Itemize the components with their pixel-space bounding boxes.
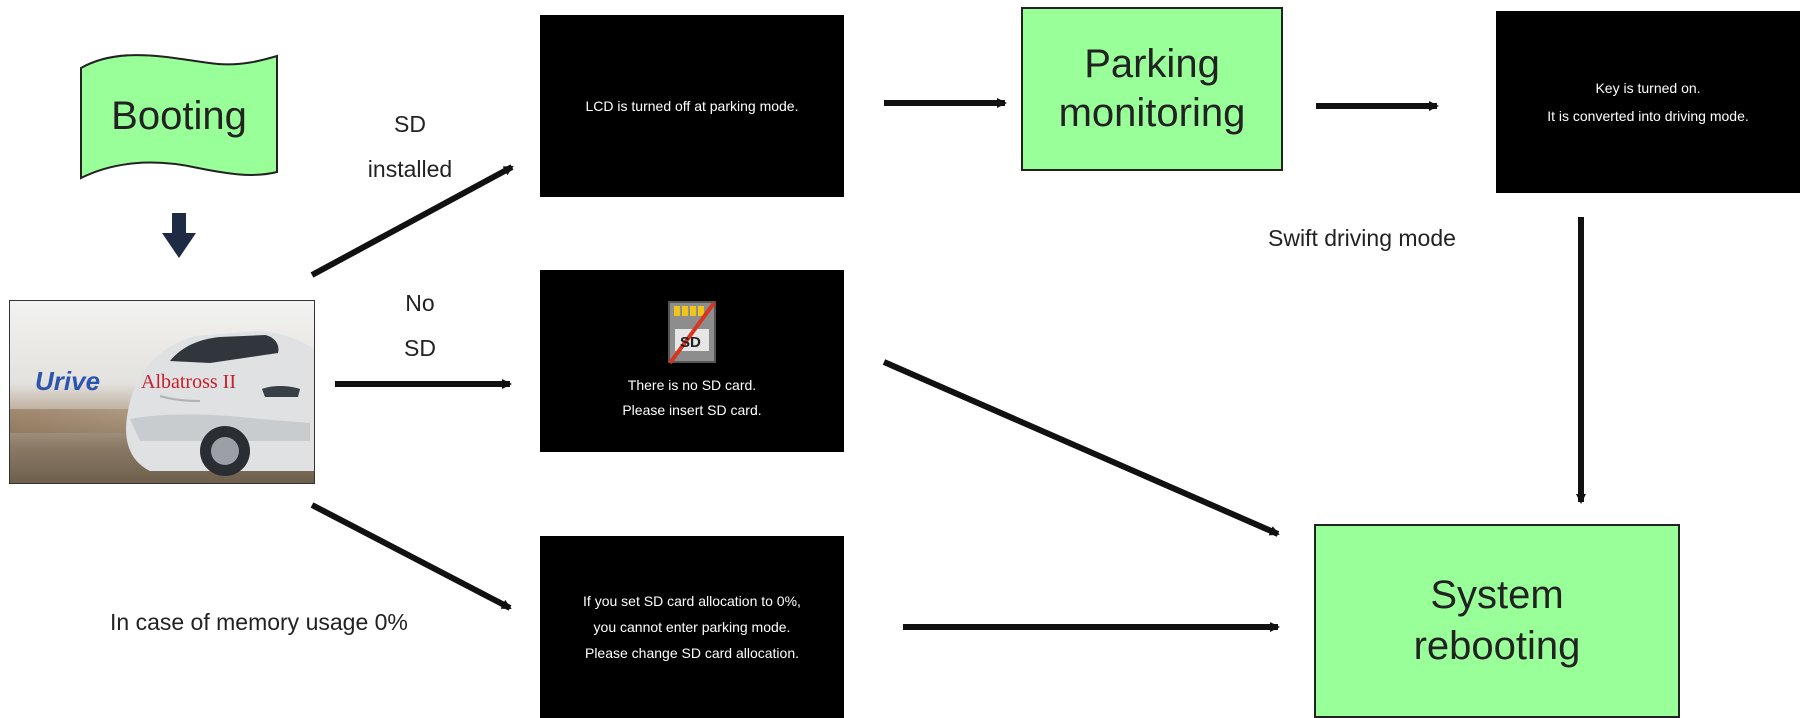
screen-key-turned-on: Key is turned on. It is converted into d… bbox=[1496, 11, 1800, 193]
label-line-1: No bbox=[405, 290, 435, 316]
booting-label: Booting bbox=[111, 93, 247, 138]
parking-monitoring-line-2: monitoring bbox=[1058, 91, 1246, 135]
screen-text-line-2: It is converted into driving mode. bbox=[1547, 108, 1749, 124]
boot-splash-screen: Urive Albatross II bbox=[9, 300, 315, 484]
screen-text-line-3: Please change SD card allocation. bbox=[584, 645, 800, 661]
screen-text: LCD is turned off at parking mode. bbox=[585, 98, 799, 114]
system-rebooting-node: System rebooting bbox=[1314, 524, 1680, 718]
arrow-no-sd-to-rebooting bbox=[882, 359, 1280, 537]
parking-monitoring-node: Parking monitoring bbox=[1021, 7, 1283, 171]
booting-node: Booting bbox=[78, 50, 280, 182]
label-line-2: installed bbox=[367, 156, 453, 182]
logo-albatross: Albatross II bbox=[141, 371, 236, 393]
label-sd-installed: SD installed bbox=[355, 102, 465, 192]
screen-parking-lcd-off: LCD is turned off at parking mode. bbox=[540, 15, 844, 197]
system-rebooting-line-2: rebooting bbox=[1413, 624, 1581, 668]
label-line-1: SD bbox=[394, 111, 426, 137]
screen-text-line-2: Please insert SD card. bbox=[622, 402, 762, 418]
booting-down-arrow bbox=[162, 213, 196, 258]
label-memory-zero: In case of memory usage 0% bbox=[110, 609, 408, 635]
screen-no-sd-card: SD There is no SD card. Please insert SD… bbox=[540, 270, 844, 452]
sd-icon-label: SD bbox=[680, 334, 701, 351]
screen-text-line-1: There is no SD card. bbox=[627, 377, 757, 393]
car-image bbox=[126, 331, 314, 476]
label-line-2: SD bbox=[404, 335, 436, 361]
screen-text-line-2: you cannot enter parking mode. bbox=[593, 619, 791, 635]
screen-allocation-zero: If you set SD card allocation to 0%, you… bbox=[540, 536, 844, 718]
logo-urive: Urive bbox=[35, 366, 101, 396]
arrow-boot-to-parking-screen bbox=[310, 164, 514, 278]
arrow-boot-to-alloc-screen bbox=[310, 502, 512, 611]
parking-monitoring-line-1: Parking bbox=[1084, 42, 1220, 86]
system-rebooting-line-1: System bbox=[1430, 573, 1564, 617]
no-sd-card-icon: SD bbox=[666, 299, 718, 365]
screen-text-line-1: If you set SD card allocation to 0%, bbox=[583, 593, 801, 609]
label-swift-driving: Swift driving mode bbox=[1268, 225, 1456, 251]
screen-text-line-1: Key is turned on. bbox=[1595, 80, 1701, 96]
label-no-sd: No SD bbox=[380, 281, 460, 371]
